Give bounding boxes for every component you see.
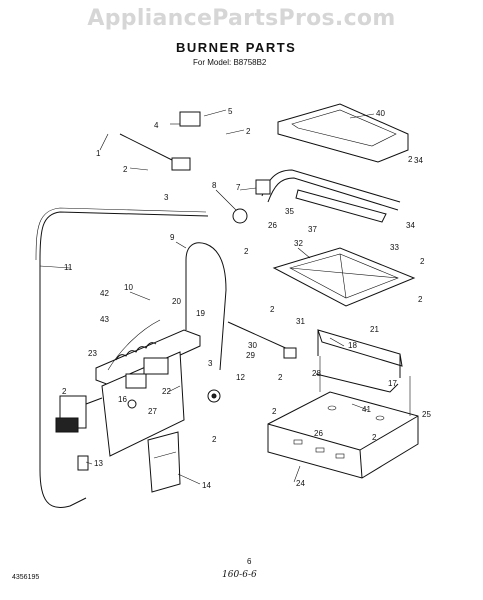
diagram-title: BURNER PARTS [176, 40, 297, 55]
callout: 17 [388, 379, 397, 388]
callout: 16 [118, 395, 127, 404]
heat-shield-plate [277, 103, 409, 163]
leader-lines [39, 109, 375, 485]
callout: 2 [408, 155, 413, 164]
callout: 20 [172, 297, 181, 306]
callout: 35 [285, 207, 294, 216]
callout: 12 [236, 373, 245, 382]
callout: 2 [420, 257, 425, 266]
burner-box [267, 356, 419, 479]
callout: 4 [154, 121, 159, 130]
fitting-13 [77, 455, 89, 471]
callout: 22 [162, 387, 171, 396]
callout: 2 [244, 247, 249, 256]
callout: 14 [202, 481, 211, 490]
callout: 5 [228, 107, 233, 116]
callout: 26 [268, 221, 277, 230]
callout: 30 [248, 341, 257, 350]
callout: 1 [96, 149, 101, 158]
flame-spreader [295, 189, 387, 223]
callout: 8 [212, 181, 217, 190]
igniter-wire [227, 321, 297, 359]
callout: 37 [308, 225, 317, 234]
callout: 27 [148, 407, 157, 416]
callout: 42 [100, 289, 109, 298]
callout: 10 [124, 283, 133, 292]
valve-plate [101, 351, 185, 457]
callout: 34 [406, 221, 415, 230]
callout: 26 [314, 429, 323, 438]
callout: 43 [100, 315, 109, 324]
callout: 31 [296, 317, 305, 326]
handwritten-note: 160-6-6 [222, 570, 257, 580]
access-cover [147, 431, 181, 493]
callout: 2 [246, 127, 251, 136]
callout: 2 [123, 165, 128, 174]
callout: 2 [270, 305, 275, 314]
callout: 2 [278, 373, 283, 382]
page-number: 6 [247, 557, 252, 566]
callout: 2 [418, 295, 423, 304]
thermostat-valve [55, 395, 103, 433]
fitting-22 [207, 389, 221, 403]
callout: 25 [422, 410, 431, 419]
ignitor-assembly [119, 111, 201, 171]
callout: 28 [312, 369, 321, 378]
callout: 40 [376, 109, 385, 118]
callout: 13 [94, 459, 103, 468]
burner-frame [315, 329, 403, 393]
callout: 9 [170, 233, 175, 242]
callout-labels: 1 2 3 4 5 2 40 2 34 8 7 35 26 37 34 9 2 … [62, 107, 431, 490]
callout: 18 [348, 341, 357, 350]
callout: 32 [294, 239, 303, 248]
callout: 2 [372, 433, 377, 442]
callout: 24 [296, 479, 305, 488]
callout: 33 [390, 243, 399, 252]
callout: 2 [212, 435, 217, 444]
capillary-tube [35, 207, 209, 508]
callout: 19 [196, 309, 205, 318]
callout: 7 [236, 183, 241, 192]
model-subtitle: For Model: B8758B2 [193, 58, 267, 67]
callout: 34 [414, 156, 423, 165]
callout: 29 [246, 351, 255, 360]
watermark: AppliancePartsPros.com [87, 6, 396, 31]
callout: 11 [64, 263, 73, 272]
callout: 23 [88, 349, 97, 358]
gas-line [185, 242, 227, 371]
burner-pan [272, 247, 416, 307]
callout: 3 [208, 359, 213, 368]
burner-orifice [232, 179, 271, 224]
callout: 2 [272, 407, 277, 416]
callout: 3 [164, 193, 169, 202]
document-number: 4356195 [12, 574, 40, 581]
callout: 21 [370, 325, 379, 334]
callout: 2 [62, 387, 67, 396]
